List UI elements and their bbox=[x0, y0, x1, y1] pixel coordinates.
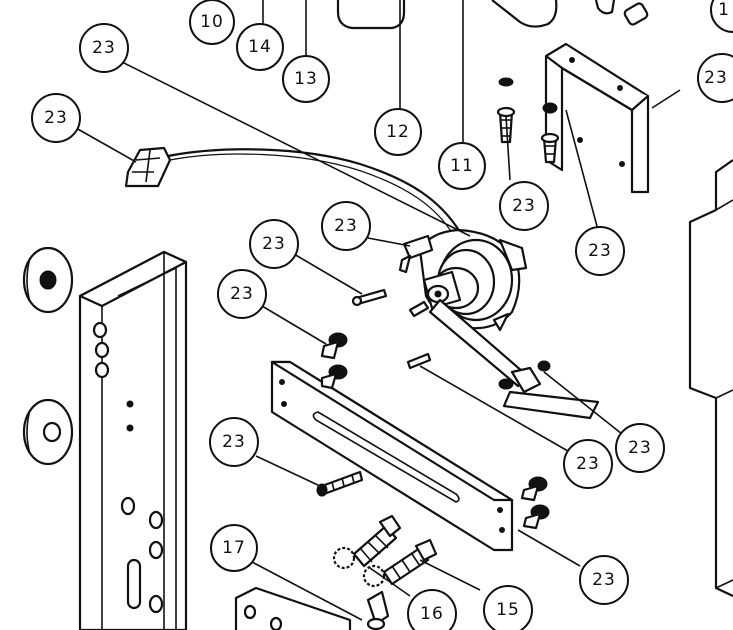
callout-label: 10 bbox=[200, 12, 224, 32]
callout-1: 1 bbox=[710, 0, 733, 33]
callout-23-plate-lower: 23 bbox=[563, 439, 613, 489]
callout-23-motor: 23 bbox=[321, 201, 371, 251]
callout-15: 15 bbox=[483, 585, 533, 630]
callout-label: 13 bbox=[294, 69, 318, 89]
bottom-plate bbox=[234, 586, 352, 630]
callout-label: 23 bbox=[262, 234, 286, 254]
callout-label: 23 bbox=[512, 196, 536, 216]
callout-23-plate-end: 23 bbox=[579, 555, 629, 605]
callout-label: 23 bbox=[588, 241, 612, 261]
washer-upper bbox=[22, 246, 74, 314]
callout-10: 10 bbox=[189, 0, 235, 45]
callout-23-screw-a: 23 bbox=[249, 219, 299, 269]
top-block-left bbox=[336, 0, 406, 30]
right-side-housing bbox=[688, 159, 733, 597]
callout-label: 16 bbox=[420, 604, 444, 624]
callout-12: 12 bbox=[374, 108, 422, 156]
callout-label: 12 bbox=[386, 122, 410, 142]
long-screw bbox=[316, 470, 364, 497]
callout-label: 15 bbox=[496, 600, 520, 620]
callout-23-bracket: 23 bbox=[575, 226, 625, 276]
callout-label: 23 bbox=[92, 38, 116, 58]
callout-label: 14 bbox=[248, 37, 272, 57]
motor-switch-assembly bbox=[398, 228, 542, 394]
plate-screws bbox=[320, 332, 550, 530]
callout-17: 17 bbox=[210, 524, 258, 572]
gear-bolts bbox=[332, 514, 438, 630]
angle-bracket bbox=[544, 42, 650, 194]
leader-lines bbox=[75, 61, 681, 621]
small-screws bbox=[351, 288, 600, 420]
callout-label: 23 bbox=[628, 438, 652, 458]
callout-23-left: 23 bbox=[31, 93, 81, 143]
top-right-pins bbox=[594, 0, 649, 26]
callout-23-screws: 23 bbox=[499, 181, 549, 231]
callout-11: 11 bbox=[438, 142, 486, 190]
callout-14: 14 bbox=[236, 23, 284, 71]
callout-23-screw-b: 23 bbox=[217, 269, 267, 319]
callout-label: 23 bbox=[704, 68, 728, 88]
callout-label: 23 bbox=[230, 284, 254, 304]
callout-label: 23 bbox=[334, 216, 358, 236]
callout-label: 23 bbox=[222, 432, 246, 452]
callout-label: 1 bbox=[718, 0, 730, 20]
callout-23-top-right: 23 bbox=[697, 53, 733, 103]
callout-16: 16 bbox=[407, 589, 457, 630]
callout-label: 11 bbox=[450, 156, 474, 176]
callout-13: 13 bbox=[282, 55, 330, 103]
top-block-right bbox=[491, 0, 558, 28]
callout-label: 23 bbox=[592, 570, 616, 590]
washer-lower bbox=[22, 398, 74, 466]
slotted-plate bbox=[270, 360, 514, 552]
cable-connector bbox=[124, 146, 172, 188]
callout-23-top-left: 23 bbox=[79, 23, 129, 73]
callout-label: 23 bbox=[576, 454, 600, 474]
side-panel bbox=[78, 250, 188, 630]
callout-23-plate-right: 23 bbox=[615, 423, 665, 473]
callout-label: 23 bbox=[44, 108, 68, 128]
callout-label: 17 bbox=[222, 538, 246, 558]
callout-23-long-screw: 23 bbox=[209, 417, 259, 467]
